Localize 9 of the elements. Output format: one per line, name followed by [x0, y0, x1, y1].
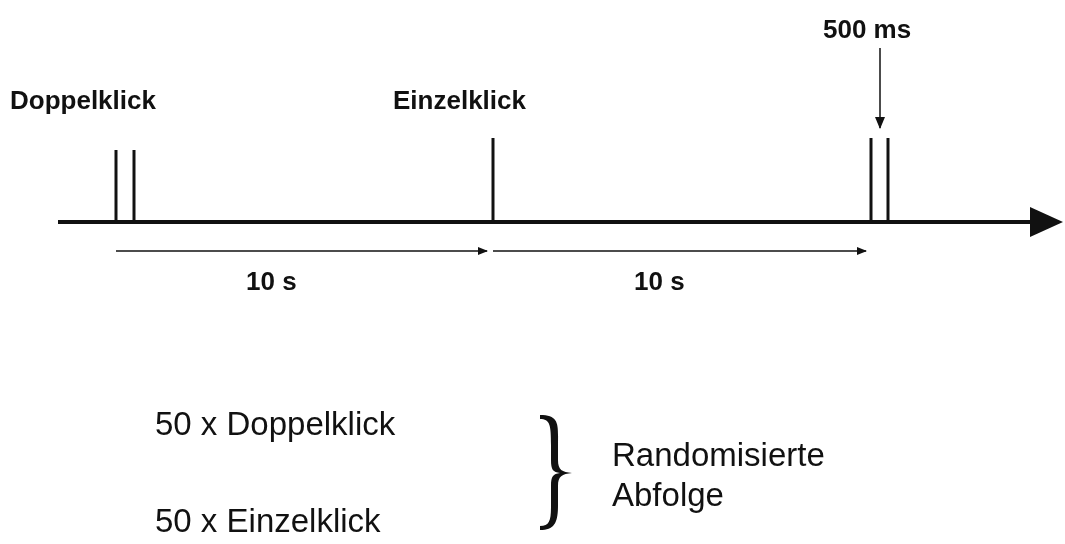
note-text: Randomisierte Abfolge	[612, 435, 826, 515]
condition-label: 50 x Einzelklick	[155, 502, 381, 540]
duration-label: 10 s	[246, 266, 297, 297]
event-label: Doppelklick	[10, 85, 156, 116]
duration-label: 10 s	[634, 266, 685, 297]
curly-bracket	[540, 415, 572, 530]
duration-label: 500 ms	[823, 14, 912, 45]
condition-label: 50 x Doppelklick	[155, 405, 396, 443]
event-label: Einzelklick	[393, 85, 526, 116]
